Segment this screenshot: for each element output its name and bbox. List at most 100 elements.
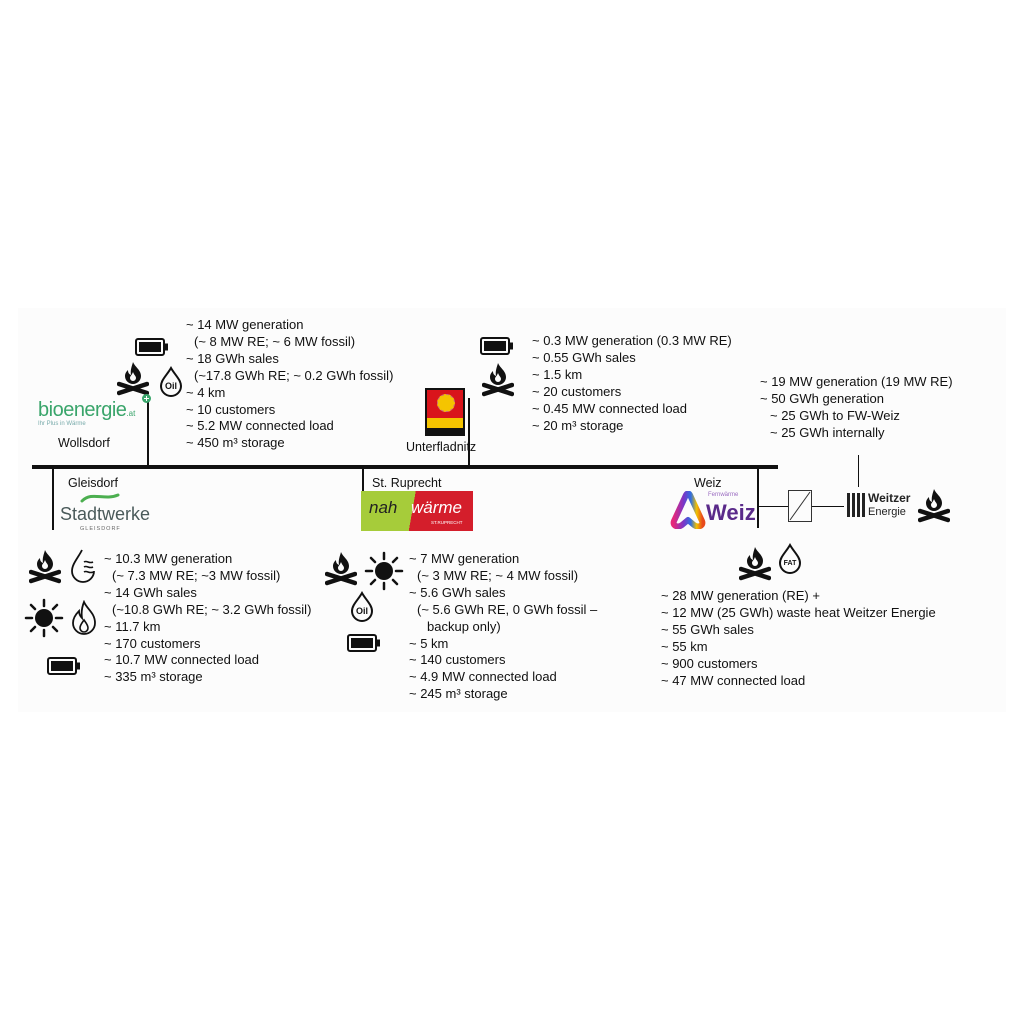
unterfladnitz-stats: ~ 0.3 MW generation (0.3 MW RE) ~ 0.55 G…: [532, 333, 732, 434]
text-line: (~17.8 GWh RE; ~ 0.2 GWh fossil): [194, 367, 394, 383]
diagram-background: [18, 308, 1006, 712]
gas-flame-icon: [70, 600, 98, 636]
weiz-stats: ~ 28 MW generation (RE) + ~ 12 MW (25 GW…: [661, 588, 936, 689]
st-ruprecht-stats: ~ 7 MW generation (~ 3 MW RE; ~ 4 MW fos…: [409, 551, 597, 703]
text-line: (~ 8 MW RE; ~ 6 MW fossil): [194, 333, 356, 349]
text-line: ~ 10.7 MW connected load: [104, 652, 260, 668]
text-line: ~ 450 m³ storage: [186, 435, 285, 451]
text-line: ~ 0.3 MW generation (0.3 MW RE): [532, 333, 732, 348]
text-line: ~ 0.55 GWh sales: [532, 349, 636, 365]
text-line: ~ 5.6 GWh sales: [409, 584, 506, 600]
text-line: ~ 335 m³ storage: [104, 669, 203, 685]
site-name-st-ruprecht: St. Ruprecht: [372, 476, 442, 490]
oil-label: Oil: [355, 606, 368, 616]
site-name-gleisdorf: Gleisdorf: [68, 476, 119, 490]
fernwaerme-logo-text: Weiz: [706, 500, 756, 525]
unterfladnitz-coat-of-arms: [425, 388, 465, 436]
plus-icon: [142, 394, 151, 403]
text-line: ~ 12 MW (25 GWh) waste heat Weitzer Ener…: [661, 604, 936, 620]
site-name-weiz: Weiz: [694, 476, 722, 490]
text-line: ~ 28 MW generation (RE) +: [661, 588, 820, 603]
oil-drop-icon: Oil: [349, 591, 375, 623]
text-line: ~ 20 m³ storage: [532, 417, 624, 433]
connector-gleisdorf: [52, 468, 54, 530]
fernwaerme-logo-small: Fernwärme: [708, 492, 739, 498]
text-line: ~ 25 GWh to FW-Weiz: [770, 407, 900, 423]
bioenergie-logo: bioenergie.at Ihr Plus in Wärme: [38, 394, 151, 428]
biomass-fire-icon: [918, 487, 950, 523]
biomass-fire-icon: [117, 360, 149, 396]
battery-icon: [347, 634, 381, 652]
weitzer-energie-logo: Weitzer Energie: [847, 491, 913, 521]
oil-label: Oil: [164, 381, 177, 391]
text-line: ~ 4.9 MW connected load: [409, 669, 557, 685]
text-line: ~ 14 MW generation: [186, 317, 304, 332]
text-line: ~ 20 customers: [532, 383, 622, 399]
text-line: ~ 4 km: [186, 384, 226, 400]
biomass-fire-icon: [739, 545, 771, 581]
nahwaerme-logo-sub: ST.RUPRECHT: [431, 520, 463, 525]
nahwaerme-logo-right: wärme: [411, 498, 463, 517]
connector-weiz: [757, 468, 759, 528]
text-line: ~ 18 GWh sales: [186, 350, 279, 366]
text-line: ~ 55 GWh sales: [661, 621, 754, 637]
battery-icon: [480, 337, 514, 355]
text-line: ~ 10.3 MW generation: [104, 551, 233, 566]
stadtwerke-logo-text: Stadtwerke: [60, 504, 151, 524]
bioenergie-logo-suffix: .at: [126, 409, 136, 418]
text-line: ~ 7 MW generation: [409, 551, 520, 566]
text-line: ~ 19 MW generation (19 MW RE): [760, 374, 953, 389]
text-line: ~ 900 customers: [661, 655, 758, 671]
connector-weitzer-stats: [858, 455, 859, 487]
main-network-line: [32, 465, 778, 469]
weitzer-energie-stats: ~ 19 MW generation (19 MW RE) ~ 50 GWh g…: [760, 374, 953, 442]
text-line: ~ 170 customers: [104, 635, 201, 651]
connector-weiz-to-converter: [758, 506, 788, 507]
text-line: ~ 245 m³ storage: [409, 686, 508, 702]
stadtwerke-logo-sub: GLEISDORF: [80, 526, 121, 532]
battery-icon: [47, 657, 81, 675]
nahwaerme-logo: nah wärme ST.RUPRECHT: [361, 491, 473, 531]
text-line: ~ 5 km: [409, 635, 449, 651]
text-line: (~ 5.6 GWh RE, 0 GWh fossil –: [417, 601, 598, 617]
text-line: backup only): [427, 618, 501, 634]
water-heat-icon: [70, 548, 98, 584]
stadtwerke-gleisdorf-logo: Stadtwerke GLEISDORF: [60, 492, 150, 538]
heat-exchanger-icon: [788, 490, 812, 522]
text-line: ~ 5.2 MW connected load: [186, 418, 334, 434]
text-line: ~ 14 GWh sales: [104, 584, 197, 600]
biomass-fire-icon: [29, 548, 61, 584]
site-name-wollsdorf: Wollsdorf: [58, 436, 110, 450]
text-line: ~ 1.5 km: [532, 366, 583, 382]
solar-icon: [24, 598, 64, 638]
text-line: ~ 11.7 km: [104, 618, 161, 634]
solar-icon: [364, 551, 404, 591]
site-name-unterfladnitz: Unterfladnitz: [406, 440, 477, 454]
text-line: (~ 3 MW RE; ~ 4 MW fossil): [417, 567, 579, 583]
fat-drop-icon: FAT: [777, 543, 803, 575]
connector-wollsdorf: [147, 400, 149, 466]
fat-label: FAT: [783, 560, 797, 567]
battery-icon: [135, 338, 169, 356]
text-line: ~ 25 GWh internally: [770, 424, 885, 440]
bioenergie-logo-text: bioenergie: [38, 399, 127, 421]
weitzer-logo-line2: Energie: [868, 506, 906, 518]
fernwaerme-weiz-logo: Fernwärme Weiz: [670, 491, 756, 531]
biomass-fire-icon: [325, 550, 357, 586]
wollsdorf-stats: ~ 14 MW generation (~ 8 MW RE; ~ 6 MW fo…: [186, 317, 393, 452]
text-line: ~ 0.45 MW connected load: [532, 400, 688, 416]
oil-drop-icon: Oil: [158, 366, 184, 398]
text-line: (~10.8 GWh RE; ~ 3.2 GWh fossil): [112, 601, 312, 617]
connector-converter-to-weitzer: [812, 506, 844, 507]
text-line: (~ 7.3 MW RE; ~3 MW fossil): [112, 567, 281, 583]
connector-unterfladnitz: [468, 398, 470, 466]
bioenergie-tagline: Ihr Plus in Wärme: [38, 421, 86, 427]
biomass-fire-icon: [482, 361, 514, 397]
gleisdorf-stats: ~ 10.3 MW generation (~ 7.3 MW RE; ~3 MW…: [104, 551, 311, 686]
nahwaerme-logo-left: nah: [369, 498, 398, 517]
text-line: ~ 47 MW connected load: [661, 672, 806, 688]
text-line: ~ 140 customers: [409, 652, 506, 668]
text-line: ~ 55 km: [661, 638, 708, 654]
text-line: ~ 50 GWh generation: [760, 390, 884, 406]
weitzer-logo-line1: Weitzer: [868, 491, 911, 505]
